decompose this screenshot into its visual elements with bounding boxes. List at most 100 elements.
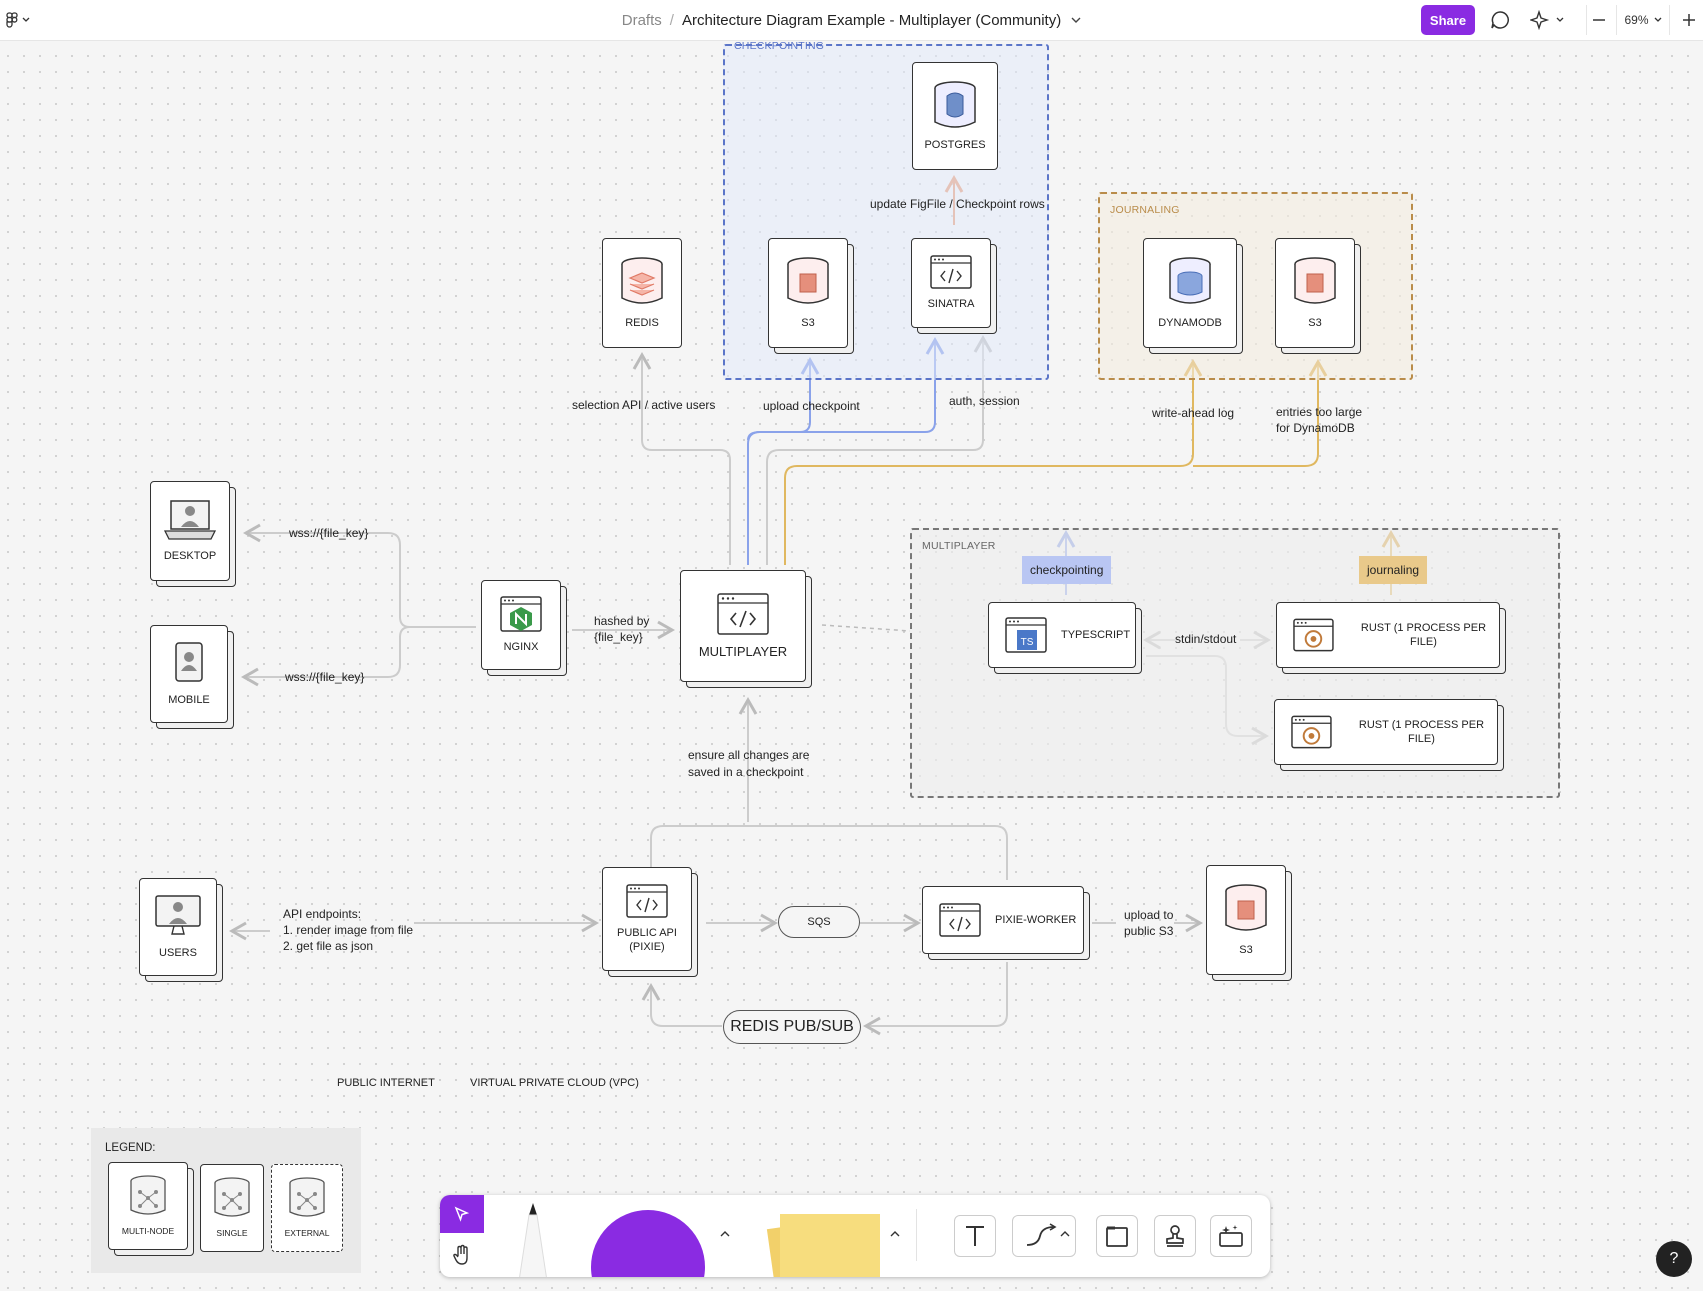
legend-title: LEGEND: (105, 1142, 156, 1154)
multiplayer-node[interactable]: MULTIPLAYER (680, 570, 812, 688)
s3-public-label: S3 (1239, 944, 1253, 956)
legend-external-label: EXTERNAL (284, 1228, 330, 1238)
rust-node-2[interactable]: RUST (1 PROCESS PER FILE) (1274, 699, 1504, 771)
breadcrumb-separator: / (669, 11, 674, 29)
mobile-node[interactable]: MOBILE (150, 625, 234, 729)
api-endpoints-label: API endpoints: (283, 907, 362, 921)
legend-external: EXTERNAL (271, 1164, 343, 1252)
s3-checkpoint-label: S3 (801, 317, 815, 329)
rust-window-icon (1291, 715, 1332, 749)
desktop-node[interactable]: DESKTOP (150, 481, 236, 587)
main-menu-button[interactable] (6, 10, 36, 30)
nginx-node[interactable]: NGINX (481, 580, 567, 676)
laptop-icon (163, 500, 217, 540)
sticky-options-chevron[interactable] (884, 1223, 906, 1245)
sqs-queue[interactable]: SQS (778, 906, 860, 938)
hashed-label: hashed by (594, 614, 650, 628)
redis-label: REDIS (625, 317, 659, 329)
code-window-icon (626, 884, 668, 918)
pen-tool[interactable] (508, 1203, 558, 1277)
ai-sparkle-menu[interactable] (1527, 8, 1567, 32)
file-title[interactable]: Architecture Diagram Example - Multiplay… (681, 11, 1062, 29)
entries-large-sublabel: for DynamoDB (1276, 421, 1355, 435)
chevron-up-icon (720, 1231, 730, 1237)
zoom-out-icon[interactable] (1586, 5, 1611, 35)
typescript-label: TYPESCRIPT (1061, 629, 1131, 641)
wss-desktop-label: wss://{file_key} (289, 526, 369, 540)
s3-journal-label: S3 (1308, 317, 1322, 329)
zoom-in-icon[interactable] (1677, 8, 1701, 32)
shape-color-tool[interactable] (590, 1209, 706, 1277)
postgres-label: POSTGRES (924, 139, 986, 151)
pen-icon (519, 1203, 547, 1277)
code-window-icon (930, 255, 972, 289)
widgets-tool[interactable] (1210, 1215, 1252, 1257)
redis-pubsub-queue[interactable]: REDIS PUB/SUB (723, 1010, 861, 1044)
typescript-node[interactable]: TS TYPESCRIPT (988, 602, 1142, 674)
connector-tool[interactable] (1012, 1215, 1076, 1257)
chevron-down-icon (1654, 17, 1661, 22)
multiplayer-label: MULTIPLAYER (698, 644, 788, 659)
hand-tool[interactable] (440, 1235, 484, 1275)
chevron-up-icon (890, 1231, 900, 1237)
sinatra-node[interactable]: SINATRA (911, 238, 997, 334)
text-tool[interactable] (954, 1215, 996, 1257)
hashed-sublabel: {file_key} (594, 630, 643, 644)
ensure-label: ensure all changes are (688, 748, 810, 762)
figma-logo-icon (6, 12, 18, 28)
checkpointing-group-label: CHECKPOINTING (734, 40, 825, 52)
section-frame-icon (1106, 1226, 1128, 1247)
sticky-note-tool[interactable] (760, 1209, 880, 1277)
sparkle-icon (1530, 10, 1550, 30)
toolbar-divider (916, 1209, 917, 1261)
shape-options-chevron[interactable] (714, 1223, 736, 1245)
connector-options-chevron[interactable] (1056, 1223, 1074, 1245)
s3-bucket-icon (787, 257, 829, 304)
rust-node-1[interactable]: RUST (1 PROCESS PER FILE) (1276, 602, 1506, 674)
zoom-level-dropdown[interactable]: 69% (1616, 5, 1670, 35)
section-tool[interactable] (1096, 1215, 1138, 1257)
breadcrumb: Drafts / Architecture Diagram Example - … (0, 0, 1703, 40)
public-api-sublabel: (PIXIE) (629, 941, 665, 953)
mobile-label: MOBILE (168, 694, 210, 706)
breadcrumb-drafts[interactable]: Drafts (621, 11, 662, 29)
users-node[interactable]: USERS (139, 878, 223, 982)
wss-mobile-label: wss://{file_key} (285, 670, 365, 684)
vpc-zone-label: VIRTUAL PRIVATE CLOUD (VPC) (470, 1077, 639, 1089)
svg-text:TS: TS (1021, 637, 1034, 648)
monitor-icon (155, 895, 201, 935)
share-button[interactable]: Share (1421, 5, 1475, 35)
s3-public-node[interactable]: S3 (1206, 865, 1292, 981)
chevron-down-icon (1556, 17, 1564, 22)
s3-bucket-icon (1294, 257, 1336, 304)
code-window-icon (939, 903, 981, 937)
network-db-icon (130, 1175, 166, 1215)
upload-public-sublabel: public S3 (1124, 924, 1174, 938)
legend[interactable]: LEGEND: MULTI-NODE SINGLE EXTERNAL (91, 1128, 361, 1273)
purple-circle-shape-icon (591, 1210, 705, 1277)
network-db-icon (289, 1177, 325, 1217)
postgres-node[interactable]: POSTGRES (912, 62, 998, 170)
upload-public-label: upload to (1124, 908, 1174, 922)
comments-icon[interactable] (1488, 8, 1512, 32)
redis-database-icon (621, 257, 663, 304)
pixie-worker-label: PIXIE-WORKER (995, 914, 1077, 926)
typescript-window-icon: TS (1005, 617, 1047, 653)
s3-journal-node[interactable]: S3 (1275, 238, 1361, 354)
chevron-down-icon (22, 17, 30, 22)
journaling-group-label: JOURNALING (1110, 204, 1180, 216)
sticky-note-icon (766, 1214, 880, 1277)
redis-node[interactable]: REDIS (602, 238, 682, 348)
entries-large-label: entries too large (1276, 405, 1363, 419)
s3-checkpoint-node[interactable]: S3 (768, 238, 854, 354)
public-api-node[interactable]: PUBLIC API (PIXIE) (602, 867, 698, 977)
rust-window-icon (1293, 618, 1334, 652)
pixie-worker-node[interactable]: PIXIE-WORKER (922, 886, 1090, 960)
help-button[interactable]: ? (1656, 1241, 1692, 1277)
dynamodb-node[interactable]: DYNAMODB (1143, 238, 1243, 354)
chevron-down-icon[interactable] (1071, 16, 1081, 24)
move-tool[interactable] (440, 1195, 484, 1233)
auth-session-label: auth, session (949, 394, 1020, 408)
stamp-tool[interactable] (1154, 1215, 1196, 1257)
legend-multi-node: MULTI-NODE (108, 1162, 194, 1256)
